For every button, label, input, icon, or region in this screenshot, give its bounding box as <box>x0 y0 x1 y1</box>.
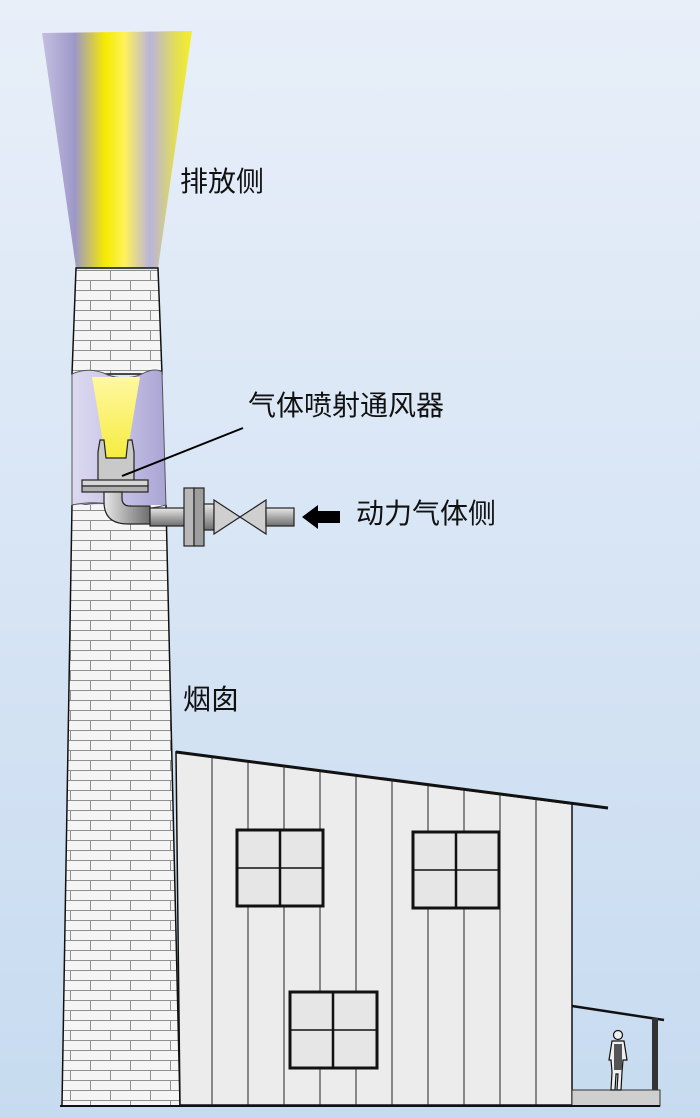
gas-ejector-fan-label: 气体喷射通风器 <box>248 389 445 422</box>
flange-right <box>193 487 205 547</box>
ejector-nozzle <box>81 439 151 525</box>
factory-building <box>175 750 665 1107</box>
canopy <box>571 1004 665 1107</box>
arrow-left-icon <box>302 505 340 529</box>
window-upper-left <box>235 828 325 908</box>
chimney-upper-section <box>71 267 163 375</box>
person-icon <box>608 1029 628 1091</box>
leader-line <box>121 427 244 477</box>
motive-gas-pipeline <box>149 487 295 547</box>
exhaust-side-label: 排放侧 <box>180 165 265 198</box>
chimney-lower-section <box>61 502 181 1106</box>
window-lower <box>288 990 379 1070</box>
flange-left <box>183 487 195 547</box>
exhaust-plume <box>42 31 192 268</box>
window-upper-right <box>411 830 501 910</box>
chimney-label: 烟囱 <box>183 683 240 716</box>
motive-gas-side-label: 动力气体侧 <box>356 497 497 530</box>
